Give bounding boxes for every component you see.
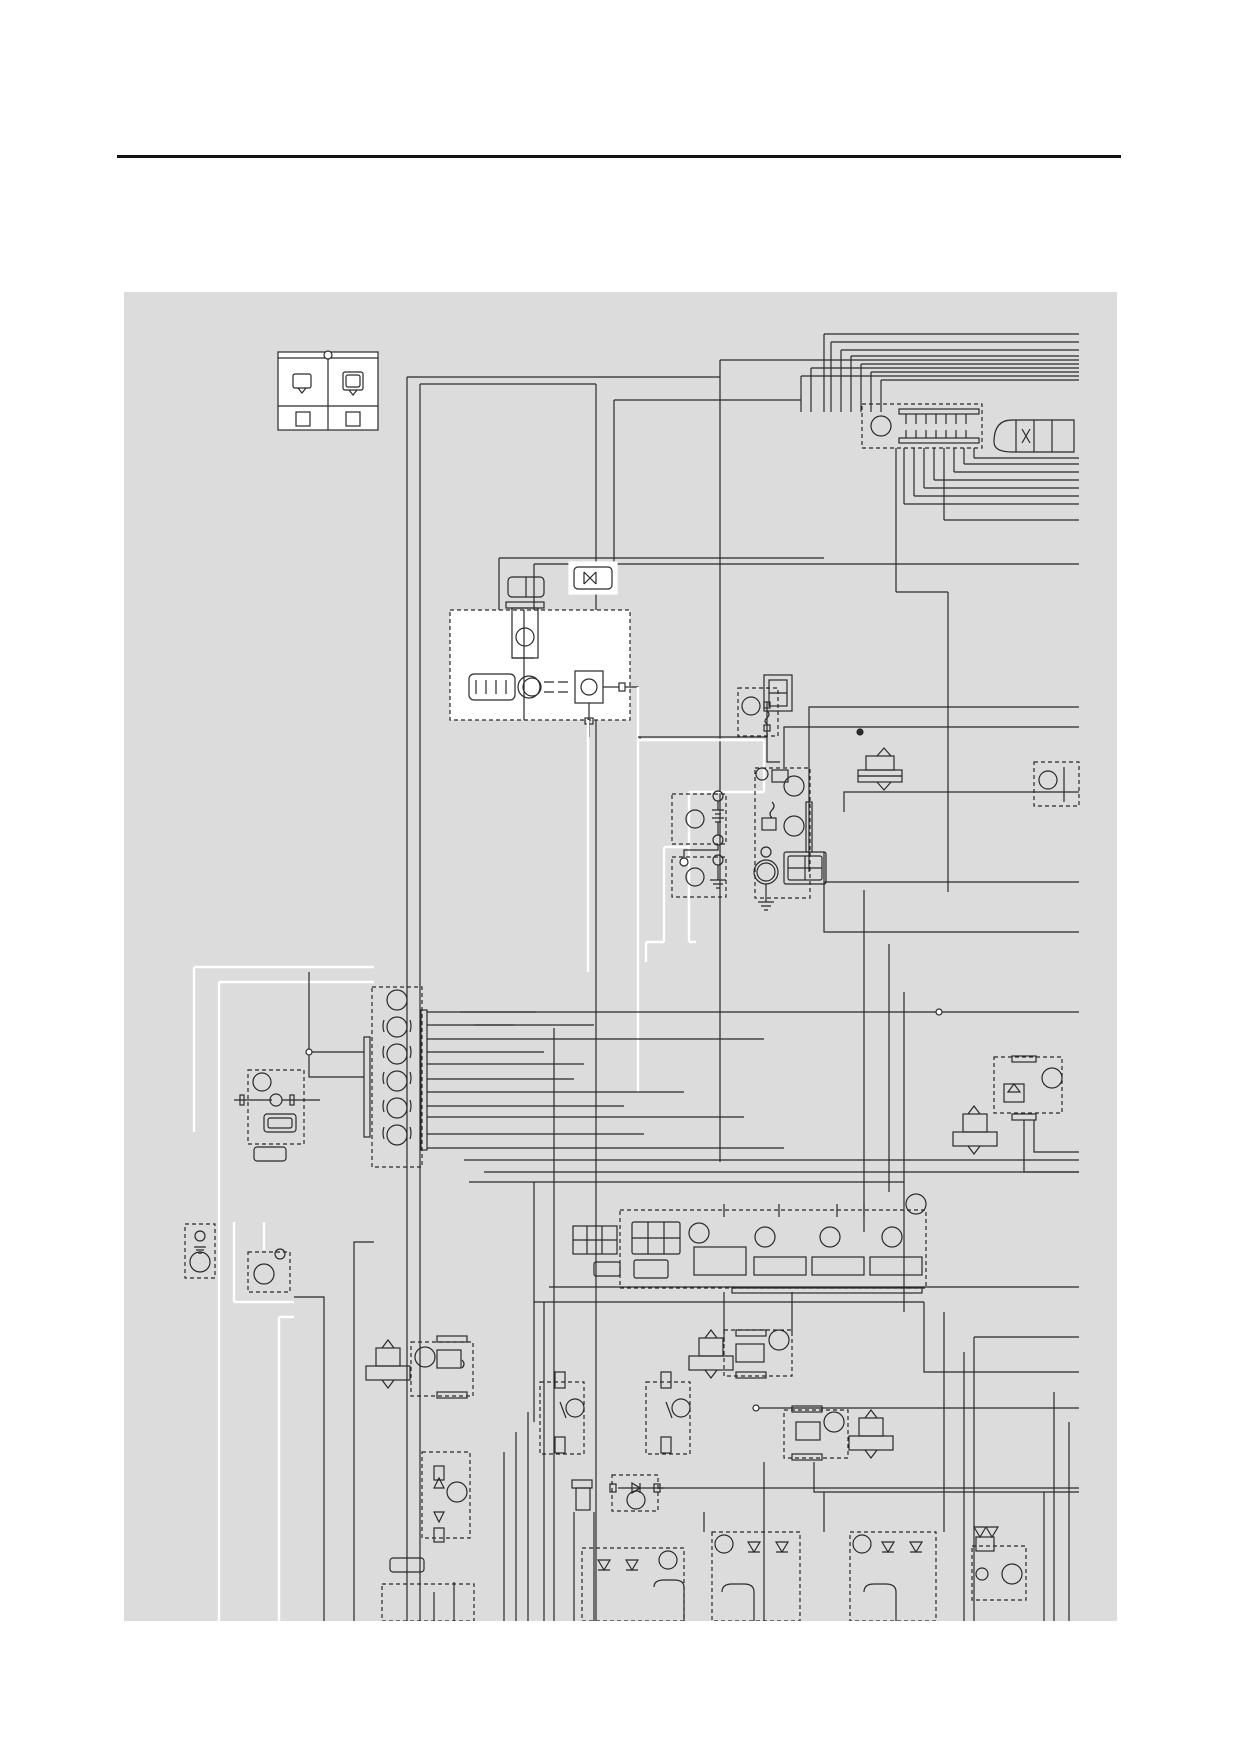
fuse-icon <box>737 674 793 737</box>
lamp-icon <box>711 1531 801 1621</box>
wiring-diagram <box>184 333 1080 1621</box>
ground-icon <box>671 854 727 898</box>
connector-icon <box>952 1105 998 1155</box>
fuse-block <box>363 986 428 1168</box>
header-rule <box>117 155 1121 158</box>
switch-icon <box>247 1248 291 1293</box>
relay-icon <box>783 1405 849 1461</box>
connector-icon <box>571 1479 593 1511</box>
connector-icon <box>507 576 545 598</box>
connector-icon <box>688 1329 734 1379</box>
connector-icon <box>631 1221 681 1255</box>
down-arrow-connector-icon <box>342 371 364 396</box>
connector-icon <box>568 561 618 595</box>
sensor-unit <box>449 557 1079 740</box>
ground-icon <box>758 884 774 911</box>
connector-icon <box>572 1225 618 1255</box>
diode-icon <box>609 1474 664 1512</box>
battery-icon <box>671 790 727 846</box>
connector-icon <box>848 1409 894 1459</box>
control-unit <box>572 1193 927 1294</box>
switch-icon <box>645 1371 691 1455</box>
relay-icon <box>993 1055 1063 1121</box>
switch-icon <box>539 1371 585 1455</box>
wiring-diagram-panel <box>124 292 1117 1621</box>
connector-icon <box>468 673 516 701</box>
legend-box <box>277 350 379 431</box>
relay-icon <box>410 1335 474 1399</box>
lamp-icon <box>971 1526 1027 1601</box>
lamp-icon <box>849 1531 937 1621</box>
relay-icon <box>723 1329 793 1379</box>
main-harness-bundle <box>719 333 1079 1162</box>
connector-icon <box>857 747 903 791</box>
relay-icon <box>234 1069 320 1162</box>
down-arrow-connector-icon <box>292 373 312 394</box>
connector-icon <box>365 1339 411 1389</box>
lamp-icon <box>581 1547 685 1621</box>
diode-icon <box>421 1451 471 1543</box>
ground-icon <box>184 1223 216 1279</box>
